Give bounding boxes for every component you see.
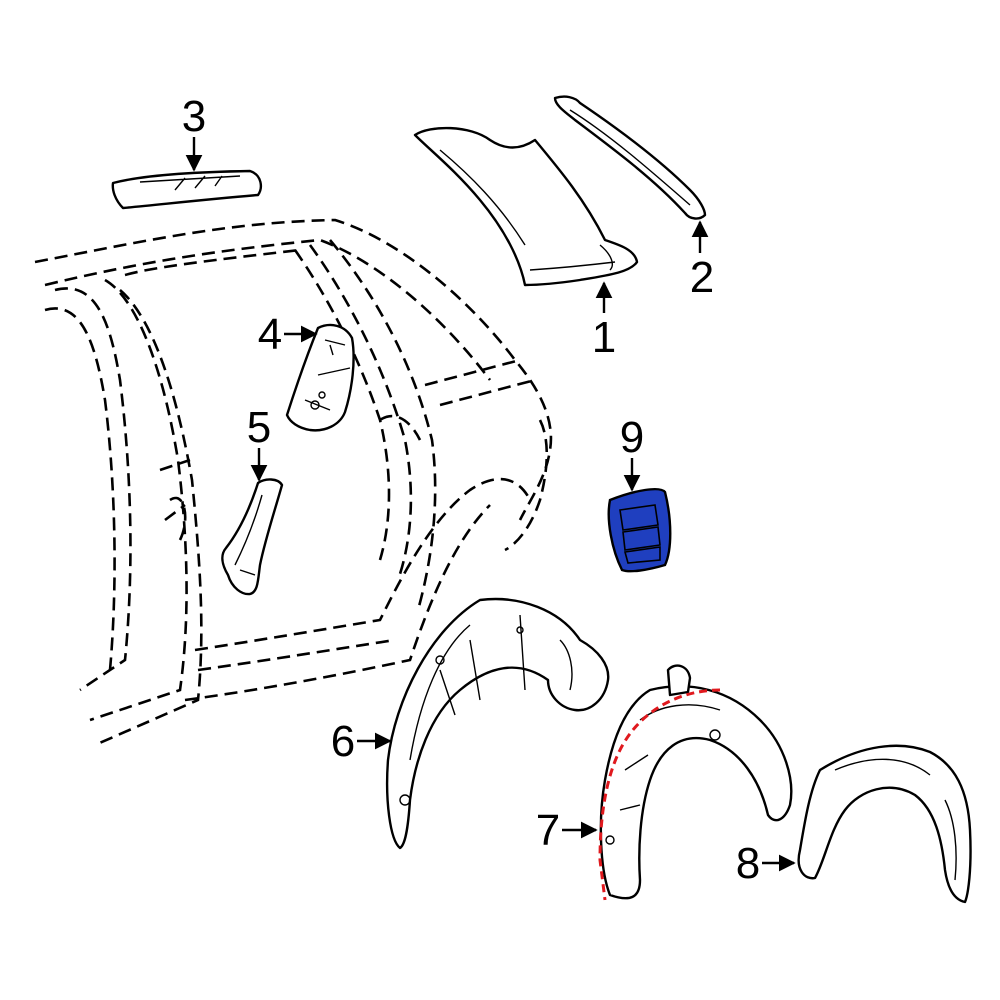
part-9-vent-grille (607, 488, 672, 573)
callout-arrows (185, 137, 796, 872)
callout-5: 5 (247, 403, 271, 452)
callout-7: 7 (536, 806, 560, 855)
callout-1: 1 (592, 313, 616, 362)
vehicle-body-outline (34, 218, 553, 747)
callout-2: 2 (690, 253, 714, 302)
part-7-wheelhouse-liner (598, 664, 793, 901)
part-5-bracket (221, 478, 284, 596)
callout-6: 6 (331, 717, 355, 766)
part-8-wheelhouse-liner (797, 744, 972, 904)
callout-4: 4 (258, 310, 282, 359)
callout-9: 9 (620, 413, 644, 462)
part-2-strip (553, 95, 707, 220)
callout-3: 3 (182, 92, 206, 141)
part-3-panel (111, 169, 263, 210)
part-4-bracket (285, 323, 355, 432)
part-1-panel (413, 126, 639, 287)
callout-8: 8 (736, 839, 760, 888)
part-6-wheelhouse-liner (385, 597, 610, 850)
callout-labels: 3 1 2 4 5 9 6 7 8 (182, 92, 760, 888)
